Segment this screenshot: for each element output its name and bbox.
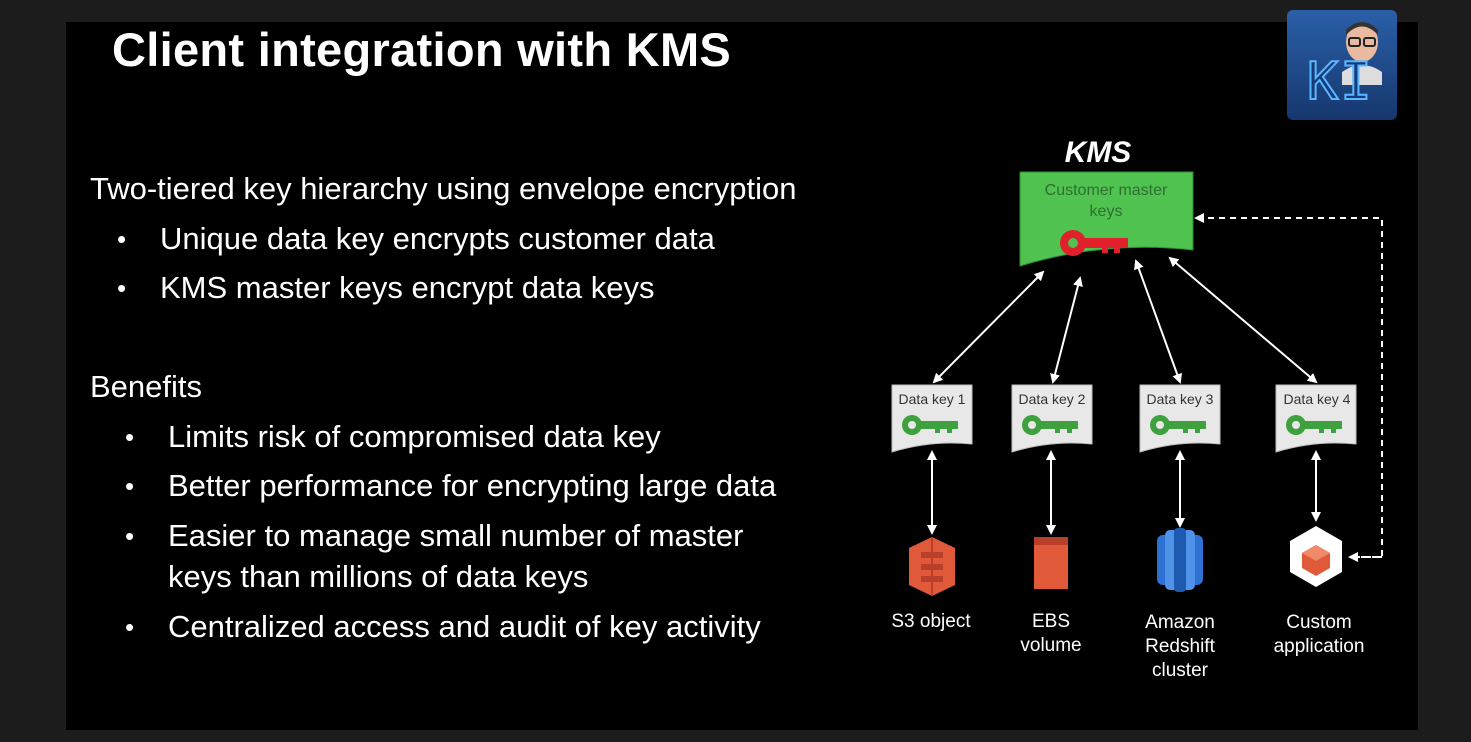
data-key-label-2: Data key 2 bbox=[1019, 391, 1086, 407]
data-key-icon bbox=[1022, 415, 1078, 435]
arrow-cmk-datakey3 bbox=[1134, 259, 1182, 384]
intro-line: Two-tiered key hierarchy using envelope … bbox=[90, 171, 797, 206]
presenter-avatar: KI bbox=[1287, 10, 1397, 120]
bullet-glyph: • bbox=[125, 521, 135, 551]
cmk-label-line1: Customer master bbox=[1045, 182, 1168, 199]
data-key-label-4: Data key 4 bbox=[1284, 391, 1351, 407]
presenter-logo-text: KI bbox=[1306, 51, 1374, 113]
redshift-cluster-icon bbox=[1157, 528, 1203, 592]
benefit-item: Easier to manage small number of master bbox=[168, 518, 744, 553]
resource-label-custom-app: Custom application bbox=[1273, 612, 1365, 657]
data-key-label-1: Data key 1 bbox=[899, 391, 966, 407]
data-key-box-4: Data key 4 bbox=[1275, 384, 1357, 453]
data-key-box-3: Data key 3 bbox=[1139, 384, 1221, 453]
data-key-label-3: Data key 3 bbox=[1147, 391, 1214, 407]
bullet-glyph: • bbox=[125, 422, 135, 452]
kms-label: KMS bbox=[1065, 136, 1132, 169]
benefit-item: Limits risk of compromised data key bbox=[168, 419, 661, 454]
s3-bucket-icon bbox=[909, 537, 955, 596]
data-key-icon bbox=[1150, 415, 1206, 435]
master-key-icon bbox=[1060, 230, 1128, 256]
benefit-item-continued: keys than millions of data keys bbox=[168, 559, 589, 594]
custom-application-cube-icon bbox=[1290, 526, 1342, 587]
bullet-glyph: • bbox=[117, 224, 127, 254]
arrow-cmk-datakey2 bbox=[1050, 276, 1083, 384]
bullet-glyph: • bbox=[125, 471, 135, 501]
bullet-glyph: • bbox=[117, 273, 127, 303]
cmk-label-line2: keys bbox=[1090, 203, 1123, 220]
resource-label-redshift: Amazon Redshift cluster bbox=[1145, 612, 1215, 681]
data-key-box-1: Data key 1 bbox=[891, 384, 973, 453]
bullet-glyph: • bbox=[125, 612, 135, 642]
benefits-heading: Benefits bbox=[90, 369, 203, 404]
arrow-cmk-datakey4 bbox=[1168, 256, 1318, 384]
data-key-box-2: Data key 2 bbox=[1011, 384, 1093, 453]
intro-point: Unique data key encrypts customer data bbox=[160, 221, 715, 256]
slide-title: Client integration with KMS bbox=[112, 23, 732, 76]
resource-label-ebs: EBS volume bbox=[1020, 611, 1082, 656]
ebs-volume-icon bbox=[1034, 537, 1068, 589]
benefit-item: Centralized access and audit of key acti… bbox=[168, 609, 761, 644]
arrow-cmk-datakey1 bbox=[932, 270, 1045, 384]
benefit-item: Better performance for encrypting large … bbox=[168, 468, 777, 503]
resource-label-s3: S3 object bbox=[891, 611, 971, 632]
data-key-icon bbox=[902, 415, 958, 435]
customer-master-keys-box: Customer master keys bbox=[1019, 171, 1194, 267]
intro-point: KMS master keys encrypt data keys bbox=[160, 270, 655, 305]
data-key-icon bbox=[1286, 415, 1342, 435]
